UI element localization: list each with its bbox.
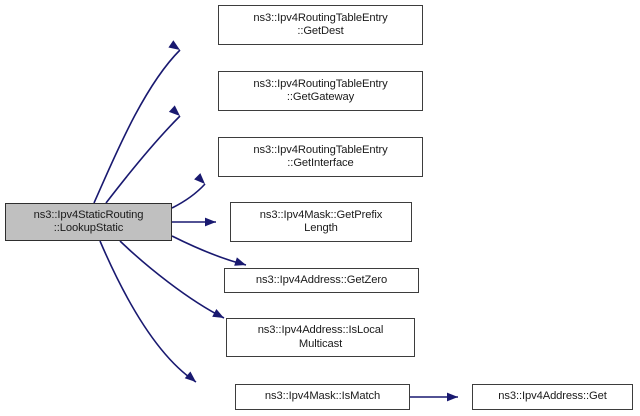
graph-node-label: ns3::Ipv4Mask::GetPrefix Length [259,208,383,235]
arrowhead-icon [194,173,205,184]
arrowhead-icon [168,105,180,116]
graph-node-label: ns3::Ipv4Address::GetZero [255,273,388,286]
call-edge [99,240,197,383]
graph-node-label: ns3::Ipv4RoutingTableEntry ::GetDest [253,11,388,38]
arrowhead-icon [212,308,224,318]
graph-node-getzero[interactable]: ns3::Ipv4Address::GetZero [224,268,419,293]
call-edge [119,240,225,319]
graph-node-label: ns3::Ipv4Address::IsLocal Multicast [257,324,384,350]
graph-node-label: ns3::Ipv4Mask::IsMatch [264,390,381,403]
graph-node-label: ns3::Ipv4RoutingTableEntry ::GetGateway [253,77,388,104]
arrowhead-icon [168,40,180,50]
graph-node-label: ns3::Ipv4RoutingTableEntry ::GetInterfac… [253,143,388,170]
graph-node-label: ns3::Ipv4Address::Get [498,390,607,403]
graph-node-getinterface[interactable]: ns3::Ipv4RoutingTableEntry ::GetInterfac… [218,137,423,177]
graph-node-getdest[interactable]: ns3::Ipv4RoutingTableEntry ::GetDest [218,5,423,45]
call-edge [171,183,206,209]
call-edge [93,49,181,204]
graph-node-getprefixlength[interactable]: ns3::Ipv4Mask::GetPrefix Length [230,202,412,242]
graph-node-islocalmulticast[interactable]: ns3::Ipv4Address::IsLocal Multicast [226,318,415,357]
arrowhead-icon [205,217,216,227]
graph-node-get[interactable]: ns3::Ipv4Address::Get [472,384,633,410]
graph-node-source[interactable]: ns3::Ipv4StaticRouting ::LookupStatic [5,203,172,241]
call-edge [105,115,181,204]
graph-node-label: ns3::Ipv4StaticRouting ::LookupStatic [33,208,144,235]
arrowhead-icon [447,392,458,402]
graph-node-getgateway[interactable]: ns3::Ipv4RoutingTableEntry ::GetGateway [218,71,423,111]
arrowhead-icon [184,371,196,382]
graph-node-ismatch[interactable]: ns3::Ipv4Mask::IsMatch [235,384,410,410]
